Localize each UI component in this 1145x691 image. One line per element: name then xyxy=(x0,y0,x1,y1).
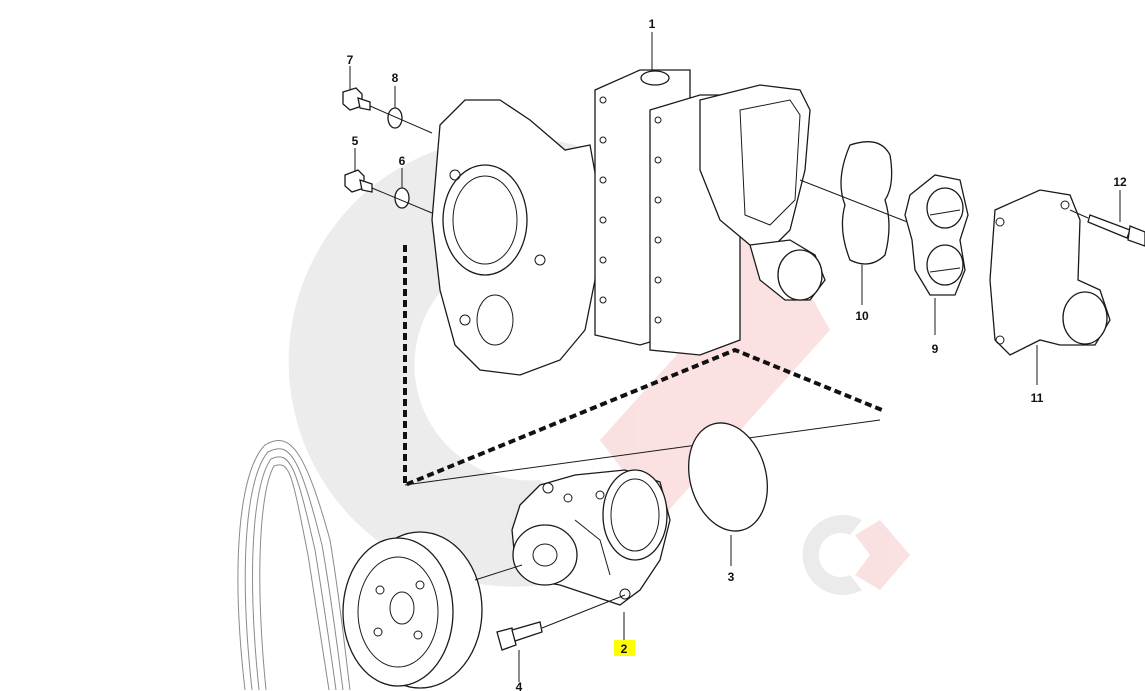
callout-3[interactable]: 3 xyxy=(728,570,735,584)
watermark-logo xyxy=(288,136,830,587)
water-pump xyxy=(511,469,671,606)
plug-5-line xyxy=(371,187,433,214)
cover-bolt xyxy=(1087,214,1145,247)
cover-bolt-line xyxy=(1069,209,1089,219)
callout-12[interactable]: 12 xyxy=(1113,175,1127,189)
pump-bolt xyxy=(496,621,543,651)
thermostat-housing-body xyxy=(431,99,601,376)
thermostat xyxy=(904,174,969,296)
callout-4[interactable]: 4 xyxy=(516,680,523,691)
callout-2[interactable]: 2 xyxy=(621,642,628,656)
outlet-elbow xyxy=(699,84,826,301)
thermostat-cover xyxy=(989,189,1111,356)
callout-11[interactable]: 11 xyxy=(1031,391,1044,405)
small-watermark-logo xyxy=(802,515,910,595)
callout-10[interactable]: 10 xyxy=(855,309,869,323)
callout-9[interactable]: 9 xyxy=(932,342,939,356)
callout-2-highlight xyxy=(614,640,635,656)
bolt-line xyxy=(541,594,626,629)
plug-7-line xyxy=(369,105,433,134)
callout-7[interactable]: 7 xyxy=(347,53,354,67)
o-ring xyxy=(687,422,769,532)
callout-8[interactable]: 8 xyxy=(392,71,399,85)
callout-5[interactable]: 5 xyxy=(352,134,359,148)
callout-1[interactable]: 1 xyxy=(649,17,656,31)
washer-8 xyxy=(387,107,403,129)
seal-line xyxy=(799,179,916,226)
pump-shaft-line xyxy=(474,564,523,581)
reference-line xyxy=(404,419,881,486)
plug-7 xyxy=(342,87,371,111)
dashed-reference-line xyxy=(403,245,883,488)
thermostat-seal xyxy=(840,141,893,265)
drive-belt xyxy=(237,440,351,691)
callout-leaders xyxy=(349,32,1121,682)
callout-6[interactable]: 6 xyxy=(399,154,406,168)
plug-5 xyxy=(344,169,373,193)
pulley xyxy=(342,531,483,689)
